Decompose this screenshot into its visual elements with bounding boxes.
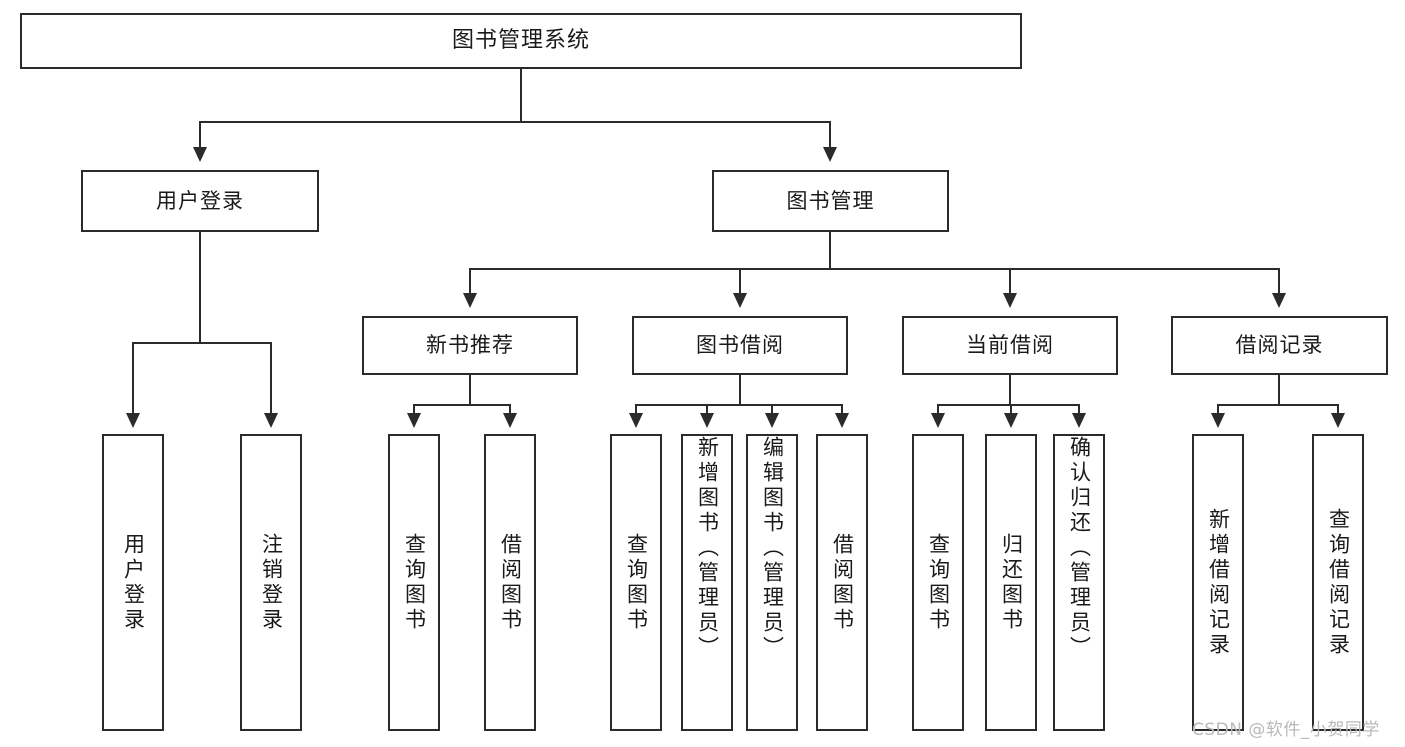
node-user-login-label: 用户登录 — [156, 188, 244, 213]
edge-nb-bus — [413, 404, 511, 406]
leaf-add-borrow-record[interactable]: 新增借阅记录 — [1192, 434, 1244, 731]
leaf-query-book-rec-label: 查询图书 — [402, 532, 427, 633]
leaf-edit-book-admin[interactable]: 编辑图书（管理员） — [746, 434, 798, 731]
leaf-query-book-current[interactable]: 查询图书 — [912, 434, 964, 731]
leaf-query-book-rec[interactable]: 查询图书 — [388, 434, 440, 731]
leaf-query-borrow-record[interactable]: 查询借阅记录 — [1312, 434, 1364, 731]
edge-bb-stem — [739, 375, 741, 405]
leaf-add-book-admin-label: 新增图书（管理员） — [695, 436, 720, 661]
edge-bb-to-edit — [771, 404, 773, 414]
node-new-book-recommend-label: 新书推荐 — [426, 333, 514, 358]
leaf-user-login-label: 用户登录 — [121, 532, 146, 633]
edge-bb-bus — [635, 404, 842, 406]
leaf-edit-book-admin-label: 编辑图书（管理员） — [760, 436, 785, 661]
leaf-confirm-return-admin[interactable]: 确认归还（管理员） — [1053, 434, 1105, 731]
edge-nb-stem — [469, 375, 471, 405]
edge-bm-to-book-borrow — [739, 268, 741, 294]
edge-bb-to-query — [635, 404, 637, 414]
edge-cb-to-confirm — [1078, 404, 1080, 414]
node-new-book-recommend[interactable]: 新书推荐 — [362, 316, 578, 375]
leaf-add-book-admin[interactable]: 新增图书（管理员） — [681, 434, 733, 731]
arrowhead-user-login — [193, 147, 207, 162]
leaf-return-book-label: 归还图书 — [999, 532, 1024, 633]
edge-ul-to-login — [132, 342, 134, 414]
node-borrow-record-label: 借阅记录 — [1235, 333, 1324, 358]
arrowhead-leaf-query-book-rec — [407, 413, 421, 428]
edge-cb-stem — [1009, 375, 1011, 405]
arrowhead-leaf-user-logout — [264, 413, 278, 428]
leaf-user-login[interactable]: 用户登录 — [102, 434, 164, 731]
edge-br-bus — [1217, 404, 1339, 406]
arrowhead-leaf-user-login — [126, 413, 140, 428]
edge-br-to-add — [1217, 404, 1219, 414]
node-book-borrow[interactable]: 图书借阅 — [632, 316, 848, 375]
edge-bb-to-add — [706, 404, 708, 414]
leaf-query-book-borrow-label: 查询图书 — [624, 532, 649, 633]
edge-bb-to-borrow — [841, 404, 843, 414]
leaf-user-logout-label: 注销登录 — [259, 532, 284, 633]
edge-cb-to-query — [937, 404, 939, 414]
node-root-label: 图书管理系统 — [451, 28, 590, 54]
arrowhead-leaf-query-book-borrow — [629, 413, 643, 428]
arrowhead-leaf-return-book — [1004, 413, 1018, 428]
arrowhead-leaf-edit-book-admin — [765, 413, 779, 428]
arrowhead-book-management — [823, 147, 837, 162]
edge-bm-to-current-borrow — [1009, 268, 1011, 294]
leaf-borrow-book-rec-label: 借阅图书 — [498, 532, 523, 633]
leaf-confirm-return-admin-label: 确认归还（管理员） — [1067, 436, 1092, 661]
edge-bm-to-borrow-record — [1278, 268, 1280, 294]
edge-cb-bus — [937, 404, 1079, 406]
node-current-borrow[interactable]: 当前借阅 — [902, 316, 1118, 375]
arrowhead-book-borrow — [733, 293, 747, 308]
edge-root-stem — [520, 69, 522, 122]
edge-root-to-user-login — [199, 121, 201, 148]
node-book-management-label: 图书管理 — [786, 188, 875, 213]
edge-nb-to-borrow — [509, 404, 511, 414]
edge-br-stem — [1278, 375, 1280, 405]
leaf-query-book-current-label: 查询图书 — [926, 532, 951, 633]
edge-nb-to-query — [413, 404, 415, 414]
leaf-user-logout[interactable]: 注销登录 — [240, 434, 302, 731]
arrowhead-leaf-query-borrow-record — [1331, 413, 1345, 428]
leaf-add-borrow-record-label: 新增借阅记录 — [1206, 507, 1231, 658]
edge-ul-to-logout — [270, 342, 272, 414]
arrowhead-leaf-borrow-book-rec — [503, 413, 517, 428]
leaf-query-borrow-record-label: 查询借阅记录 — [1326, 507, 1351, 658]
arrowhead-leaf-confirm-return-admin — [1072, 413, 1086, 428]
leaf-borrow-book-borrow-label: 借阅图书 — [830, 532, 855, 633]
leaf-borrow-book-borrow[interactable]: 借阅图书 — [816, 434, 868, 731]
node-current-borrow-label: 当前借阅 — [966, 333, 1054, 358]
edge-ul-stem — [199, 232, 201, 343]
edge-bm-to-new-book — [469, 268, 471, 294]
arrowhead-leaf-add-borrow-record — [1211, 413, 1225, 428]
node-root[interactable]: 图书管理系统 — [20, 13, 1022, 69]
edge-bm-stem — [829, 232, 831, 269]
arrowhead-leaf-query-book-current — [931, 413, 945, 428]
arrowhead-new-book-recommend — [463, 293, 477, 308]
node-borrow-record[interactable]: 借阅记录 — [1171, 316, 1388, 375]
edge-bm-bus — [469, 268, 1280, 270]
edge-root-bus — [199, 121, 831, 123]
leaf-query-book-borrow[interactable]: 查询图书 — [610, 434, 662, 731]
leaf-return-book[interactable]: 归还图书 — [985, 434, 1037, 731]
arrowhead-leaf-add-book-admin — [700, 413, 714, 428]
node-book-borrow-label: 图书借阅 — [696, 333, 784, 358]
node-user-login[interactable]: 用户登录 — [81, 170, 319, 232]
leaf-borrow-book-rec[interactable]: 借阅图书 — [484, 434, 536, 731]
arrowhead-leaf-borrow-book-borrow — [835, 413, 849, 428]
edge-root-to-book-management — [829, 121, 831, 148]
arrowhead-borrow-record — [1272, 293, 1286, 308]
edge-br-to-query — [1337, 404, 1339, 414]
arrowhead-current-borrow — [1003, 293, 1017, 308]
edge-ul-bus — [132, 342, 271, 344]
edge-cb-to-return — [1010, 404, 1012, 414]
node-book-management[interactable]: 图书管理 — [712, 170, 949, 232]
